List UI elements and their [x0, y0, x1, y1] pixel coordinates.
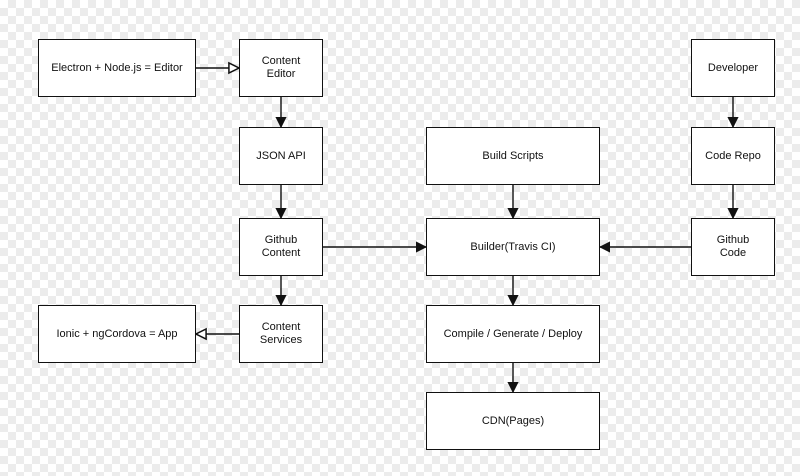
node-ionic-app: Ionic + ngCordova = App — [38, 305, 196, 363]
node-label-line: Content — [261, 55, 301, 67]
node-label-line: Code — [719, 247, 747, 259]
node-label: JSON API — [256, 149, 306, 162]
node-label-line: Editor — [266, 68, 296, 80]
node-label-line: Content — [261, 321, 301, 333]
node-label: Developer — [707, 61, 759, 74]
node-builder: Builder(Travis CI) — [426, 218, 600, 276]
node-label-line: Github — [264, 234, 298, 246]
node-label: Electron + Node.js = Editor — [51, 61, 183, 74]
node-code-repo: Code Repo — [691, 127, 775, 185]
node-developer: Developer — [691, 39, 775, 97]
node-label: Builder(Travis CI) — [470, 240, 556, 253]
node-label-line: Services — [259, 334, 303, 346]
node-label: Compile / Generate / Deploy — [443, 327, 583, 340]
node-cdn-pages: CDN(Pages) — [426, 392, 600, 450]
node-compile-generate-deploy: Compile / Generate / Deploy — [426, 305, 600, 363]
node-electron-editor: Electron + Node.js = Editor — [38, 39, 196, 97]
node-label: Ionic + ngCordova = App — [56, 327, 178, 340]
node-label-line: Content — [261, 247, 301, 259]
node-content-services: Content Services — [239, 305, 323, 363]
node-build-scripts: Build Scripts — [426, 127, 600, 185]
node-label-line: Github — [716, 234, 750, 246]
node-github-code: Github Code — [691, 218, 775, 276]
node-github-content: Github Content — [239, 218, 323, 276]
node-label: Code Repo — [705, 149, 761, 162]
node-json-api: JSON API — [239, 127, 323, 185]
node-label: Build Scripts — [482, 149, 544, 162]
node-content-editor: Content Editor — [239, 39, 323, 97]
node-label: CDN(Pages) — [481, 414, 545, 427]
